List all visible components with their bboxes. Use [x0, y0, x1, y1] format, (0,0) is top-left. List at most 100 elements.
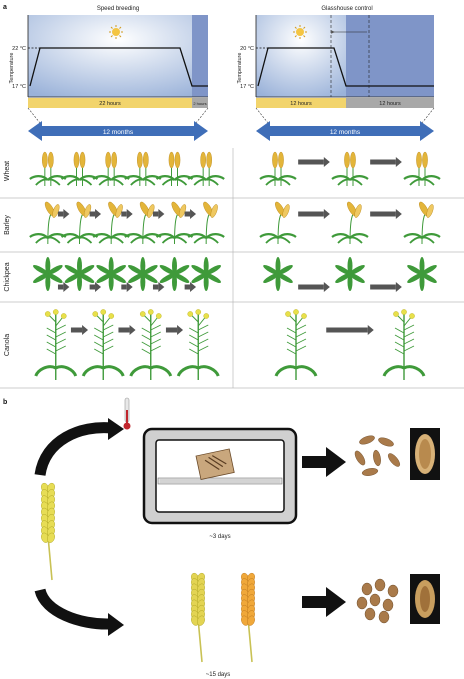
row-label-canola: Canola — [4, 334, 11, 356]
row-arrow — [370, 282, 402, 292]
bottom-duration-label: ~15 days — [206, 672, 231, 678]
temperature-line — [257, 47, 434, 87]
canola-plant-icon — [176, 309, 220, 380]
sun-icon — [109, 25, 123, 39]
seed-photo-top — [410, 428, 440, 480]
temp-low-label: 17 °C — [12, 84, 26, 90]
wheat-plant-icon — [259, 151, 297, 186]
light-period-area — [28, 15, 208, 97]
barley-plant-icon — [155, 201, 194, 245]
light-hours-bar — [28, 98, 192, 108]
chickpea-plant-icon — [64, 257, 95, 291]
light-hours-label: 12 hours — [290, 101, 312, 107]
seed-photo-bottom — [410, 574, 440, 624]
wheat-ears-bottom-icon — [191, 572, 255, 663]
temperature-axis-label: Temperature — [237, 53, 243, 84]
seeds-top-icon — [354, 435, 400, 476]
wheat-plant-icon — [92, 151, 130, 186]
row-label-barley: Barley — [4, 215, 11, 235]
incubator-icon — [142, 427, 298, 525]
duration-arrow — [28, 121, 208, 141]
chickpea-plant-icon — [33, 257, 63, 291]
temp-low-label: 17 °C — [240, 84, 254, 90]
duration-arrow — [256, 121, 434, 141]
row-label-chickpea: Chickpea — [4, 262, 11, 291]
dark-period-area — [346, 15, 434, 97]
plant-row-barley — [29, 201, 441, 245]
chickpea-plant-icon — [191, 257, 221, 291]
speed-breeding-chart: Speed breeding 22 °C 17 °C Temperature 2… — [9, 6, 209, 141]
row-arrow — [165, 325, 184, 335]
plant-rows — [29, 151, 441, 380]
row-arrow — [57, 282, 70, 292]
dark-hours-bar — [192, 98, 208, 108]
plant-row-wheat — [29, 151, 441, 186]
top-duration-label: ~3 days — [209, 534, 230, 540]
barley-plant-icon — [124, 201, 162, 245]
wheat-plant-icon — [155, 151, 194, 186]
wheat-ear-icon — [41, 482, 55, 581]
arrow-right-bottom — [302, 587, 346, 617]
row-arrow — [298, 157, 330, 167]
panel-b-letter: b — [3, 399, 7, 406]
canola-plant-icon — [129, 309, 173, 380]
barley-plant-icon — [60, 201, 99, 245]
row-arrow — [57, 209, 70, 219]
row-arrow — [370, 157, 402, 167]
wheat-plant-icon — [187, 151, 225, 186]
canola-plant-icon — [81, 309, 125, 380]
canola-plant-icon — [382, 309, 426, 380]
row-arrow — [121, 209, 133, 219]
row-arrow — [70, 325, 89, 335]
dark-hours-bar — [346, 98, 434, 108]
arrow-right-top — [302, 447, 346, 477]
canola-plant-icon — [274, 309, 318, 380]
barley-plant-icon — [29, 201, 67, 245]
light-period-area — [256, 15, 346, 97]
row-arrow — [152, 282, 165, 292]
duration-label: 12 months — [330, 129, 361, 136]
row-arrow — [370, 209, 402, 219]
row-label-wheat: Wheat — [4, 161, 11, 181]
temp-high-label: 20 °C — [240, 46, 254, 52]
seeds-bottom-icon — [356, 578, 399, 624]
barley-plant-icon — [187, 201, 225, 245]
row-grid — [0, 148, 464, 389]
dark-hours-label: 2 hours — [193, 101, 206, 106]
panel-b-diagram: ~3 days — [34, 397, 440, 678]
row-arrow — [152, 209, 165, 219]
temperature-axis-label: Temperature — [9, 53, 15, 84]
temperature-line — [29, 47, 208, 87]
light-hours-bar — [256, 98, 346, 108]
wheat-plant-icon — [403, 151, 441, 186]
curved-arrow-top — [34, 422, 113, 477]
dark-hours-label: 12 hours — [379, 101, 401, 107]
canola-plant-icon — [34, 309, 78, 380]
row-arrow — [121, 282, 133, 292]
row-arrow — [298, 282, 330, 292]
sun-icon — [293, 25, 307, 39]
thermometer-icon — [123, 397, 131, 430]
row-arrow — [89, 282, 102, 292]
row-arrow — [298, 209, 330, 219]
glasshouse-chart: Glasshouse control 20 °C 17 °C Temperatu… — [237, 6, 435, 141]
chickpea-plant-icon — [159, 257, 190, 291]
duration-label: 12 months — [103, 129, 134, 136]
light-hours-label: 22 hours — [99, 101, 121, 107]
barley-plant-icon — [331, 201, 369, 245]
curved-arrow-bottom — [34, 588, 111, 630]
glasshouse-title: Glasshouse control — [321, 6, 372, 12]
chickpea-plant-icon — [407, 257, 437, 291]
wheat-plant-icon — [29, 151, 67, 186]
plant-row-canola — [34, 309, 426, 380]
plant-row-chickpea — [33, 257, 437, 292]
barley-plant-icon — [403, 201, 441, 245]
panel-a-letter: a — [3, 4, 7, 11]
row-arrow — [184, 282, 197, 292]
wheat-plant-icon — [60, 151, 99, 186]
speed-breeding-title: Speed breeding — [97, 6, 139, 12]
row-arrow — [184, 209, 197, 219]
chickpea-plant-icon — [128, 257, 158, 291]
chickpea-plant-icon — [335, 257, 365, 291]
